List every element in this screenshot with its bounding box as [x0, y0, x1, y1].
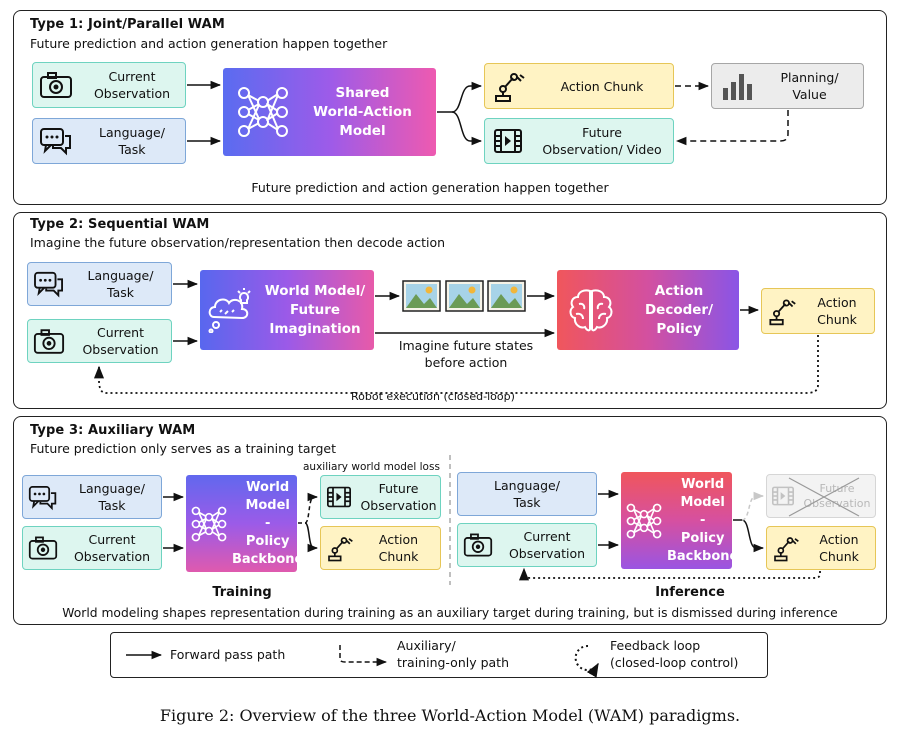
type3-train-action-chunk-label: Action Chunk — [378, 532, 419, 564]
camera-icon — [33, 71, 79, 99]
legend-feedback-label: Feedback loop (closed-loop control) — [610, 638, 739, 670]
legend-auxiliary-label: Auxiliary/ training-only path — [397, 638, 509, 670]
neural-network-icon — [223, 83, 303, 141]
chat-icon — [33, 126, 79, 156]
type2-world-model: World Model/ Future Imagination — [200, 270, 374, 350]
type3-train-current-observation-label: Current Observation — [73, 532, 151, 564]
chat-icon — [28, 270, 70, 298]
type3-inference-label: Inference — [655, 585, 725, 600]
type3-inf-backbone-label: World Model - Policy Backbone — [667, 476, 739, 564]
type2-current-observation: Current Observation — [27, 319, 172, 363]
camera-icon — [28, 328, 70, 355]
type3-train-current-observation: Current Observation — [22, 526, 162, 570]
type3-training-label: Training — [212, 585, 272, 600]
type3-train-backbone: World Model - Policy Backbone — [186, 475, 303, 572]
type1-current-observation: Current Observation — [32, 62, 186, 108]
image-icon — [487, 280, 526, 312]
type1-shared-model: Shared World-Action Model — [223, 68, 436, 156]
image-icon — [402, 280, 441, 312]
type3-train-language-task: Language/ Task — [22, 475, 162, 519]
type2-action-chunk-label: Action Chunk — [817, 295, 857, 327]
robot-arm-icon — [321, 533, 357, 563]
type1-current-observation-label: Current Observation — [93, 69, 171, 101]
camera-icon — [458, 532, 498, 558]
type2-action-decoder-label: Action Decoder/ Policy — [644, 282, 714, 337]
brain-cloud-icon — [200, 287, 262, 333]
figure-caption: Figure 2: Overview of the three World-Ac… — [159, 706, 741, 725]
type1-future-obs-video-label: Future Observation/ Video — [542, 125, 662, 157]
type3-inf-current-observation-label: Current Observation — [508, 529, 586, 561]
type2-current-observation-label: Current Observation — [82, 325, 159, 357]
type3-train-language-task-label: Language/ Task — [79, 481, 145, 513]
type1-action-chunk: Action Chunk — [484, 63, 674, 109]
type3-train-action-chunk: Action Chunk — [320, 526, 441, 570]
legend-forward-label: Forward pass path — [170, 647, 286, 662]
type3-title: Type 3: Auxiliary WAM — [30, 423, 196, 438]
dismissed-cross-icon — [788, 477, 860, 517]
type2-action-chunk: Action Chunk — [761, 288, 875, 334]
type3-aux-loss: auxiliary world model loss — [303, 461, 440, 473]
film-icon — [485, 127, 531, 155]
robot-arm-icon — [485, 69, 531, 103]
type2-robot-execution: Robot execution (closed-loop) — [348, 390, 518, 403]
type1-language-task-label: Language/ Task — [99, 125, 165, 157]
type2-language-task-label: Language/ Task — [87, 268, 154, 300]
brain-icon — [557, 287, 625, 333]
type3-subtitle: Future prediction only serves as a train… — [30, 441, 336, 456]
imagined-frames — [402, 280, 526, 312]
type1-shared-model-label: Shared World-Action Model — [313, 84, 412, 139]
type1-future-obs-video: Future Observation/ Video — [484, 118, 674, 164]
type1-title: Type 1: Joint/Parallel WAM — [30, 17, 225, 32]
type3-inf-language-task: Language/ Task — [457, 472, 597, 516]
type1-subtitle: Future prediction and action generation … — [30, 36, 388, 51]
type1-action-chunk-label: Action Chunk — [560, 78, 644, 94]
type1-bottom-note: Future prediction and action generation … — [251, 180, 609, 195]
chat-icon — [23, 484, 63, 511]
type3-train-backbone-label: World Model - Policy Backbone — [232, 479, 304, 567]
type2-subtitle: Imagine the future observation/represent… — [30, 235, 446, 250]
type3-inf-future-obs-dismissed: Future Observation — [766, 474, 876, 518]
neural-network-icon — [621, 499, 667, 543]
type1-language-task: Language/ Task — [32, 118, 186, 164]
type2-action-decoder: Action Decoder/ Policy — [557, 270, 739, 350]
image-icon — [445, 280, 484, 312]
type2-imagine-note: Imagine future states before action — [398, 338, 534, 370]
type2-world-model-label: World Model/ Future Imagination — [264, 282, 366, 337]
type3-train-future-obs: Future Observation — [320, 475, 441, 519]
type1-planning-value: Planning/ Value — [711, 63, 864, 109]
type2-language-task: Language/ Task — [27, 262, 172, 306]
bar-chart-icon — [712, 70, 764, 102]
neural-network-icon — [186, 502, 232, 546]
type3-inf-language-task-label: Language/ Task — [494, 478, 560, 510]
film-icon — [321, 485, 357, 509]
type1-planning-value-label: Planning/ Value — [780, 70, 839, 102]
type2-title: Type 2: Sequential WAM — [30, 217, 210, 232]
type3-train-future-obs-label: Future Observation — [360, 481, 437, 513]
film-icon — [767, 485, 799, 507]
type3-inf-backbone: World Model - Policy Backbone — [621, 472, 738, 569]
type3-inf-action-chunk: Action Chunk — [766, 526, 876, 570]
type3-inf-current-observation: Current Observation — [457, 523, 597, 567]
type3-inf-action-chunk-label: Action Chunk — [819, 532, 859, 564]
robot-arm-icon — [762, 295, 800, 327]
robot-arm-icon — [767, 533, 803, 563]
type3-bottom-note: World modeling shapes representation dur… — [62, 606, 838, 620]
camera-icon — [23, 535, 63, 561]
legend — [110, 632, 768, 678]
